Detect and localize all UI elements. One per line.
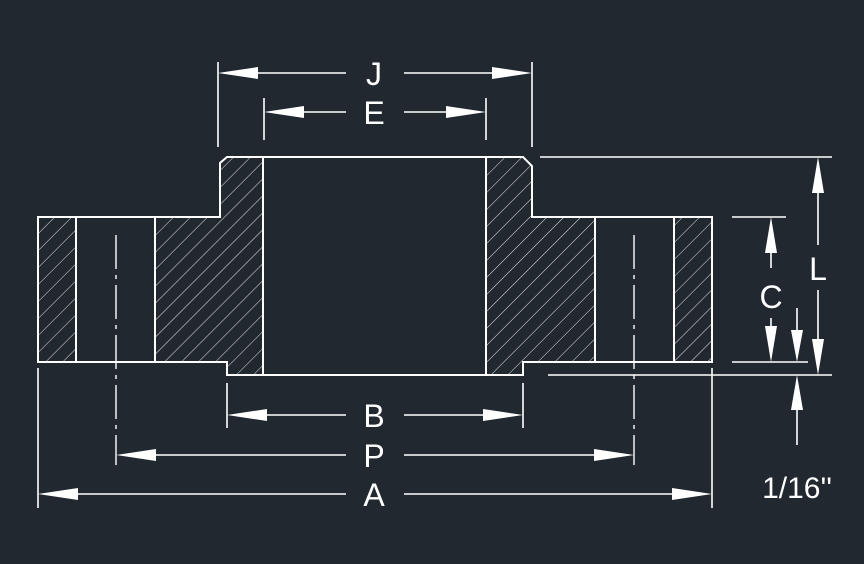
dimension-label-A: A <box>363 477 385 513</box>
extension-lines <box>37 62 832 508</box>
dimension-label-P: P <box>363 438 384 474</box>
flange-outline <box>37 156 713 376</box>
dimension-P: P <box>116 438 634 474</box>
hatch-right-rim <box>674 217 712 362</box>
hatch-left-rim <box>38 217 76 362</box>
dimension-J: J <box>218 56 532 92</box>
dimension-C: C <box>759 217 783 362</box>
dimension-label-E: E <box>363 95 384 131</box>
dimension-label-raised-face: 1/16'' <box>762 472 832 505</box>
hatched-sections <box>38 157 712 375</box>
dimension-L: L <box>809 157 827 375</box>
dimension-A: A <box>38 477 712 513</box>
dimension-label-C: C <box>759 279 782 315</box>
dimension-E: E <box>264 95 486 131</box>
hatch-left-hub <box>155 157 263 375</box>
dimension-raised-face: 1/16'' <box>762 308 832 505</box>
dimension-B: B <box>227 398 523 434</box>
hatch-right-hub <box>486 157 595 375</box>
dimension-label-J: J <box>366 56 382 92</box>
dimension-label-B: B <box>363 398 384 434</box>
dimension-label-L: L <box>809 251 827 287</box>
